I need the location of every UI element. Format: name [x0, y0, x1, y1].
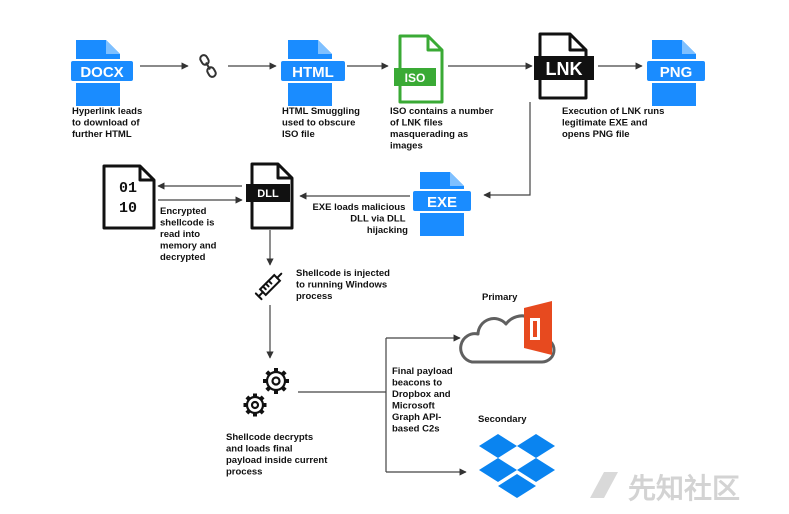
gears-caption: Shellcode decrypts and loads final paylo… — [226, 432, 330, 478]
lnk-caption: Execution of LNK runs legitimate EXE and… — [562, 106, 667, 140]
gears-icon — [243, 368, 289, 417]
office-cloud-icon — [459, 301, 556, 364]
arrow-lnk-to-exe — [483, 102, 531, 199]
png-file-icon: PNG — [645, 40, 707, 106]
lnk-tag: LNK — [546, 59, 583, 79]
docx-tag: DOCX — [80, 64, 123, 81]
iso-caption: ISO contains a number of LNK files masqu… — [390, 106, 496, 152]
chain-link-icon — [199, 54, 217, 78]
binary-file-icon: 01 10 — [102, 164, 156, 230]
watermark-text: 先知社区 — [628, 472, 740, 504]
exe-file-icon: EXE — [411, 172, 473, 236]
syringe-icon — [254, 272, 283, 301]
docx-file-icon: DOCX — [69, 40, 135, 106]
dropbox-icon — [479, 434, 555, 498]
lnk-file-icon: LNK — [534, 32, 594, 100]
png-tag: PNG — [660, 64, 693, 81]
binary-line-1: 01 — [119, 180, 137, 197]
dll-tag: DLL — [257, 188, 279, 200]
syringe-caption: Shellcode is injected to running Windows… — [296, 268, 393, 302]
exe-tag: EXE — [427, 194, 457, 211]
exe-caption: EXE loads malicious DLL via DLL hijackin… — [312, 202, 408, 236]
connectors — [140, 62, 643, 476]
secondary-title: Secondary — [478, 414, 527, 425]
dll-file-icon: DLL — [246, 162, 294, 230]
watermark-logo: 先知社区 — [590, 472, 740, 504]
docx-caption: Hyperlink leads to download of further H… — [72, 106, 145, 140]
beacon-caption: Final payload beacons to Dropbox and Mic… — [392, 366, 455, 435]
html-caption: HTML Smuggling used to obscure ISO file — [282, 106, 363, 140]
binary-caption: Encrypted shellcode is read into memory … — [160, 206, 219, 263]
html-file-icon: HTML — [279, 40, 347, 106]
iso-file-icon: ISO — [394, 34, 444, 104]
html-tag: HTML — [292, 64, 334, 81]
binary-line-2: 10 — [119, 200, 137, 217]
iso-tag: ISO — [405, 71, 426, 85]
office-logo — [524, 301, 552, 355]
primary-title: Primary — [482, 292, 518, 303]
